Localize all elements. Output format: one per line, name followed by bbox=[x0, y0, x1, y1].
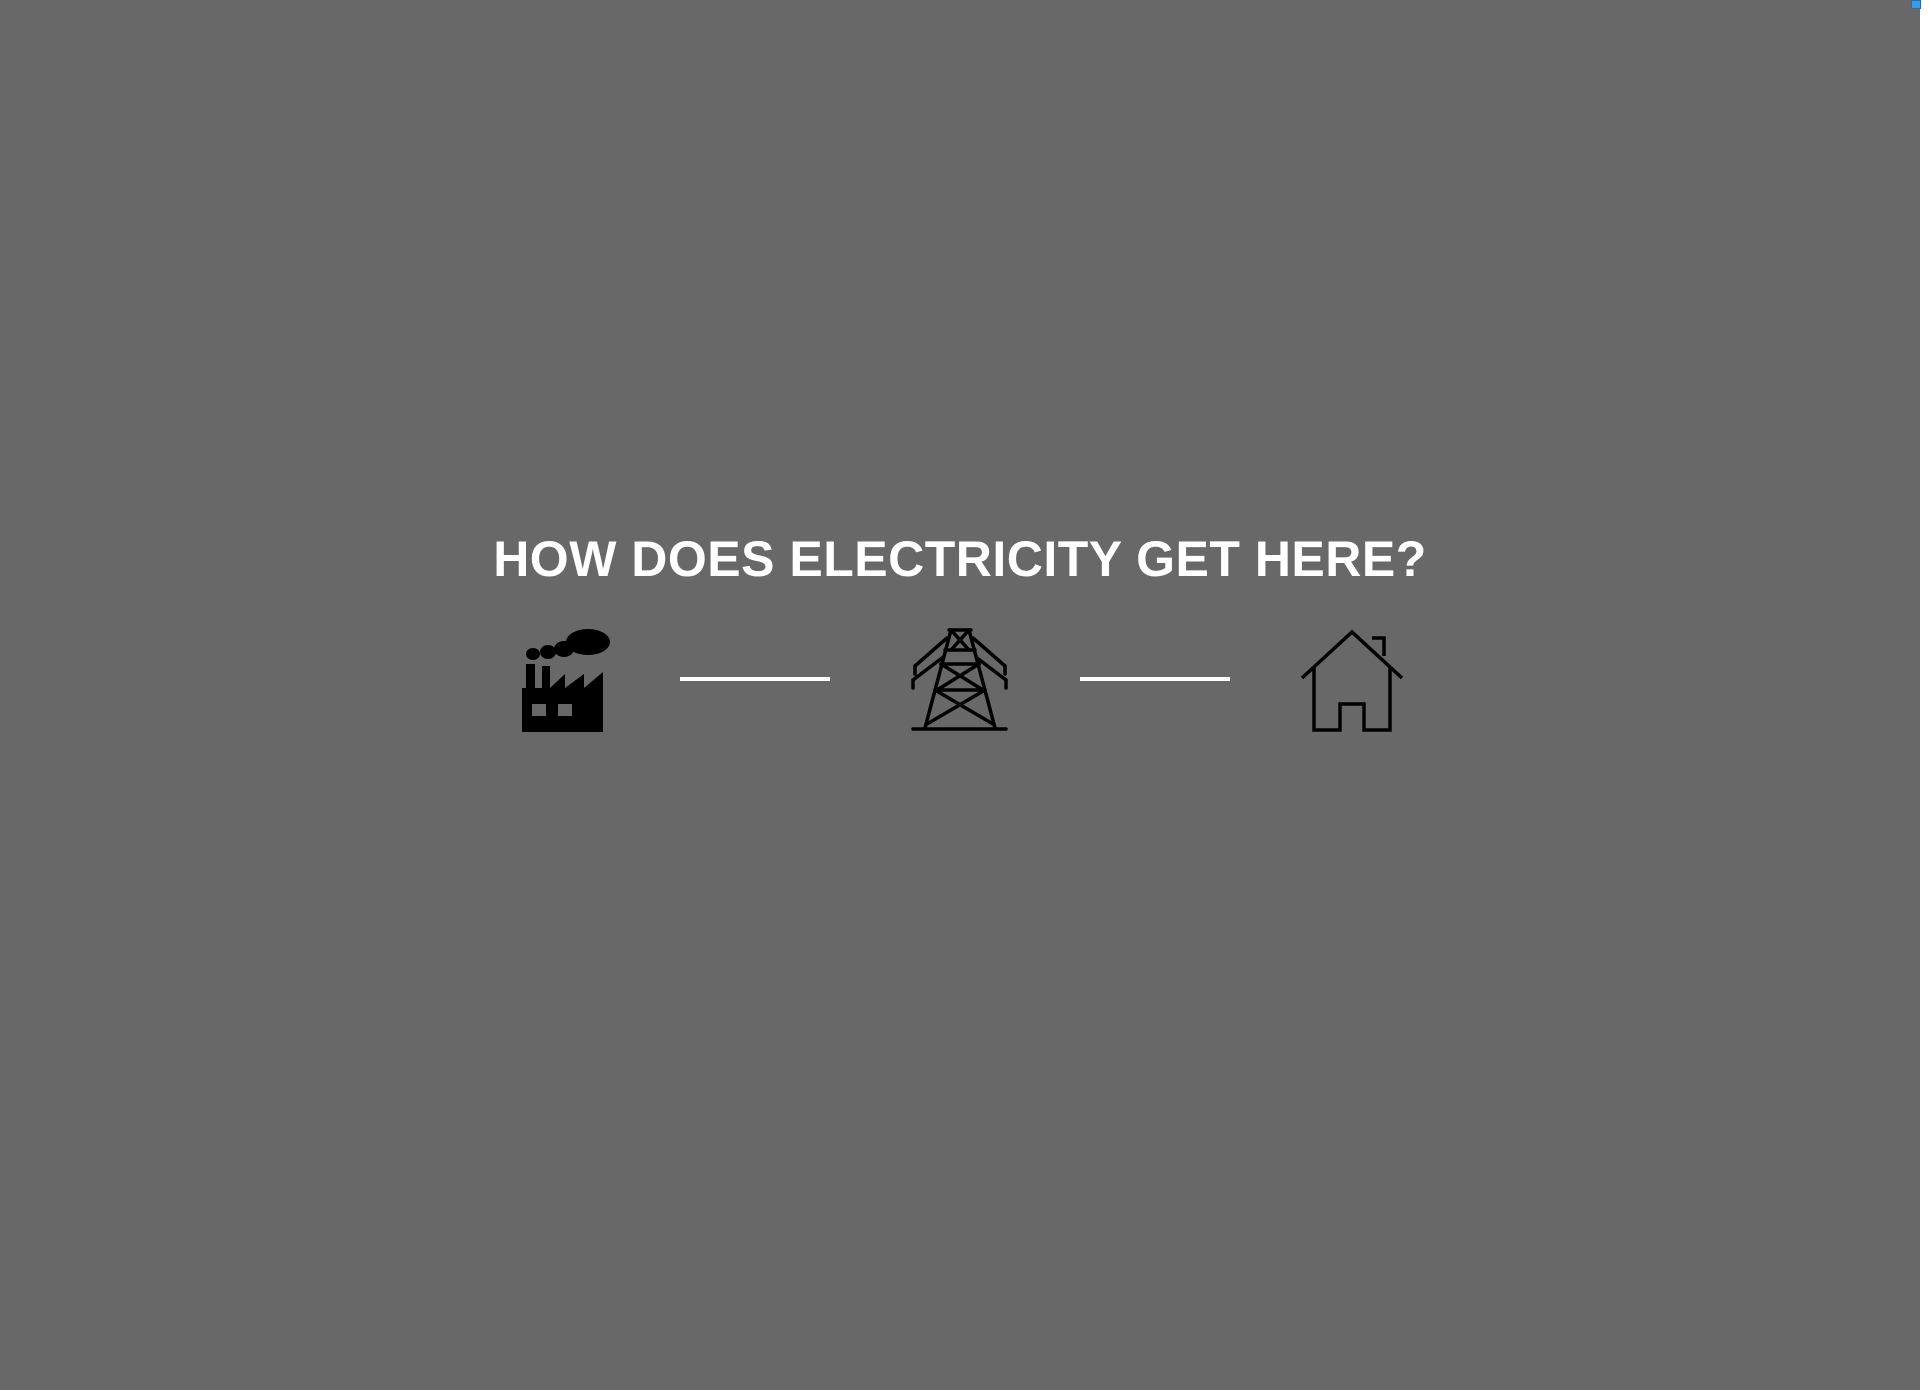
window-edge bbox=[1920, 0, 1929, 1390]
transmission-tower-icon bbox=[911, 628, 1008, 732]
flow-connector bbox=[1080, 677, 1230, 681]
factory-icon bbox=[520, 628, 616, 732]
house-icon bbox=[1300, 628, 1404, 732]
electricity-flow-diagram bbox=[0, 628, 1920, 732]
page-title: HOW DOES ELECTRICITY GET HERE? bbox=[493, 531, 1427, 587]
resize-handle-icon[interactable] bbox=[1911, 0, 1921, 9]
flow-connector bbox=[680, 677, 830, 681]
